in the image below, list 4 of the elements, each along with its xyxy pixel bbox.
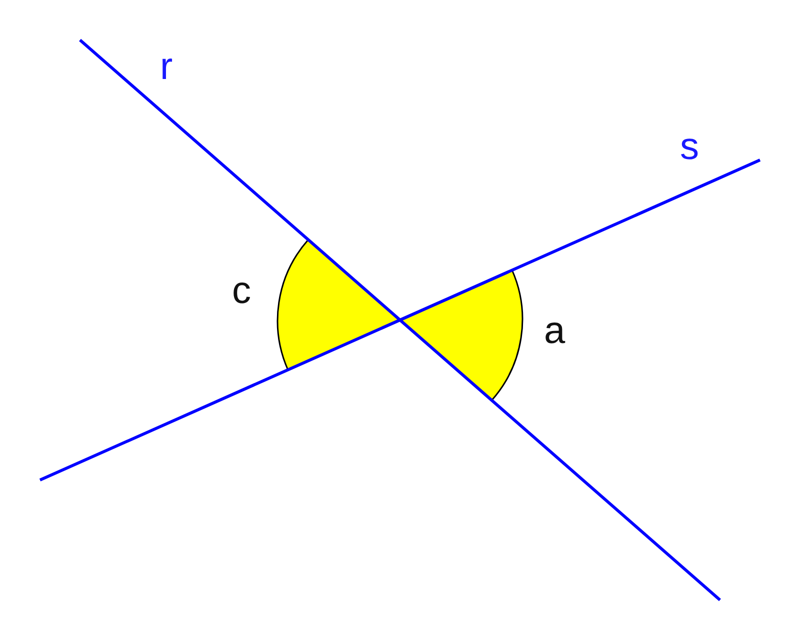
line-label: r [160,48,173,86]
angle-label: c [232,272,251,310]
angle-label: a [544,312,566,350]
line-label: s [680,128,699,166]
